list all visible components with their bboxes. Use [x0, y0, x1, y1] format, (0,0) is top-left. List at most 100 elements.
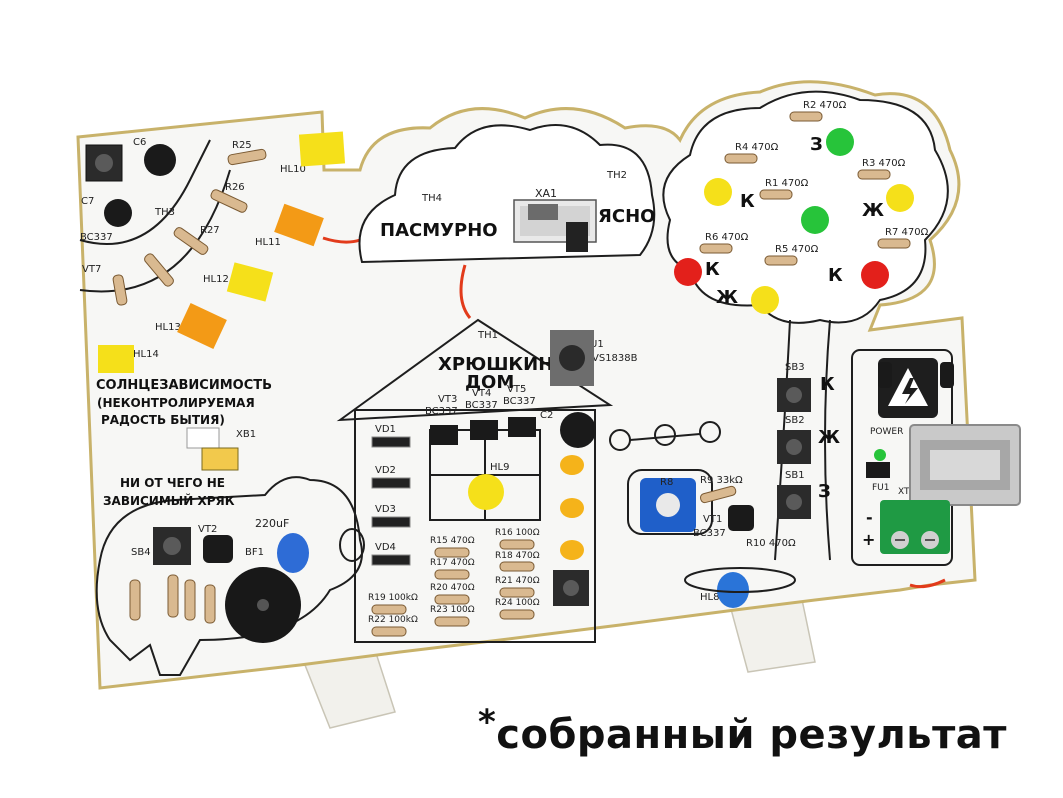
terminal-block-xt1[interactable]	[880, 500, 950, 554]
pig-vt2: VT2	[198, 524, 217, 535]
house-title-1: ХРЮШКИН	[438, 354, 553, 375]
tact-button-sb3[interactable]	[777, 378, 811, 412]
sun-label-hl11: HL11	[255, 237, 281, 248]
usb-connector[interactable]	[909, 424, 1021, 506]
tact-button-sb2[interactable]	[777, 430, 811, 464]
trimmer-r8-label: R8	[660, 477, 673, 488]
led-orange	[560, 498, 584, 518]
th2-label: TH2	[606, 170, 627, 181]
capacitor-220uf	[277, 533, 309, 573]
power-label: POWER	[870, 427, 903, 437]
house-vd4: VD4	[375, 542, 396, 553]
led-orange	[560, 455, 584, 475]
trimmer-section: R8 R9 33kΩ VT1 BC337 R10 470Ω HL8	[609, 421, 796, 608]
trimmer-r10-label: R10 470Ω	[746, 538, 796, 549]
tree-letter-k3: К	[828, 265, 843, 286]
house-bc337-a: BC337	[425, 406, 458, 417]
tree-letter-k2: К	[705, 259, 720, 280]
cloud-right-label: ЯСНО	[598, 206, 655, 227]
tact-button-sb1[interactable]	[777, 485, 811, 519]
sb1-label: SB1	[785, 470, 805, 481]
house-vd1: VD1	[375, 424, 396, 435]
sun-label-hl12: HL12	[203, 274, 229, 285]
sun-label-r27: R27	[200, 225, 220, 236]
trimmer-vt1-label: VT1	[703, 514, 722, 525]
led-yellow-hl10	[298, 131, 346, 167]
tree-r4: R4 470Ω	[735, 142, 779, 153]
pig-bf1: BF1	[245, 547, 264, 558]
xt1-label: XT1	[898, 487, 915, 497]
led-yellow	[886, 184, 914, 212]
diode-vd2	[371, 477, 411, 489]
house-th1: TH1	[477, 330, 498, 341]
house-vd3: VD3	[375, 504, 396, 515]
capacitor-c7	[104, 199, 132, 227]
tree-r3: R3 470Ω	[862, 158, 906, 169]
tree-letter-zh2: Ж	[716, 287, 738, 308]
tree-letter-k1: К	[740, 191, 755, 212]
led-yellow	[751, 286, 779, 314]
switch-ref: XA1	[535, 187, 557, 200]
led-red	[674, 258, 702, 286]
warning-sign-icon	[878, 358, 938, 418]
house-bc337-c: BC337	[503, 396, 536, 407]
sb3-letter: К	[820, 374, 835, 395]
trimmer-r9-label: R9 33kΩ	[700, 475, 743, 486]
board-stands	[303, 589, 816, 729]
th4-label: TH4	[421, 193, 442, 204]
house-r17: R17 470Ω	[430, 558, 475, 568]
sun-label-hl10: HL10	[280, 164, 306, 175]
led-green	[826, 128, 854, 156]
trimmer-vt1-part: BC337	[693, 528, 726, 539]
trimmer-r8[interactable]	[640, 478, 696, 532]
button-column: SB3 SB2 SB1 К Ж З	[777, 362, 840, 519]
capacitor-c2	[560, 412, 596, 448]
tact-button-house[interactable]	[553, 570, 589, 606]
sun-label-r25: R25	[232, 140, 252, 151]
sb3-label: SB3	[785, 362, 805, 373]
house-r16: R16 100Ω	[495, 528, 540, 538]
power-led-icon	[874, 449, 886, 461]
house-title-2: ДОМ	[465, 372, 514, 393]
tact-button-sb4[interactable]	[153, 527, 191, 565]
sb2-letter: Ж	[818, 427, 840, 448]
tree-leds	[674, 128, 914, 314]
led-blue-hl8	[717, 572, 749, 608]
house-vt5: VT5	[507, 384, 526, 395]
tree-letter-z1: З	[810, 134, 823, 155]
house-hl9: HL9	[490, 462, 509, 473]
led-orange	[560, 540, 584, 560]
sb2-label: SB2	[785, 415, 805, 426]
house-u1-part: VS1838B	[592, 353, 638, 364]
sb1-letter: З	[818, 481, 831, 502]
led-yellow-hl9	[468, 474, 504, 510]
house-r20: R20 470Ω	[430, 583, 475, 593]
led-yellow-hl12	[226, 262, 274, 302]
tree-r6: R6 470Ω	[705, 232, 749, 243]
tree-section: З К Ж К Ж К R2 470Ω R4 470Ω R1 470Ω R3 4…	[662, 90, 949, 561]
slide-switch[interactable]	[513, 199, 597, 252]
led-orange-hl13	[177, 303, 227, 349]
tact-button-sun[interactable]	[85, 144, 123, 182]
transistor-vt4	[470, 420, 498, 440]
plus-label: +	[862, 530, 875, 549]
tree-r7: R7 470Ω	[885, 227, 929, 238]
diode-vd3	[371, 516, 411, 528]
pig-sb4: SB4	[131, 547, 151, 558]
house-r18: R18 470Ω	[495, 551, 540, 561]
house-r23: R23 100Ω	[430, 605, 475, 615]
jumper-xb1[interactable]	[186, 427, 239, 471]
house-r19: R19 100kΩ	[368, 593, 418, 603]
minus-label: -	[866, 508, 873, 527]
transistor-vt2	[203, 535, 233, 563]
sun-label-c6: C6	[133, 137, 146, 148]
cloud-section: ПАСМУРНО ЯСНО XA1 TH4 TH2	[358, 124, 655, 264]
sun-title-1: СОЛНЦЕЗАВИСИМОСТЬ	[96, 378, 272, 393]
house-vt4: VT4	[472, 388, 491, 399]
house-vd2: VD2	[375, 465, 396, 476]
capacitor-c6	[144, 144, 176, 176]
sun-title-3: РАДОСТЬ БЫТИЯ)	[101, 413, 225, 427]
trimmer-hl8-label: HL8	[700, 592, 719, 603]
cloud-left-label: ПАСМУРНО	[380, 220, 498, 241]
